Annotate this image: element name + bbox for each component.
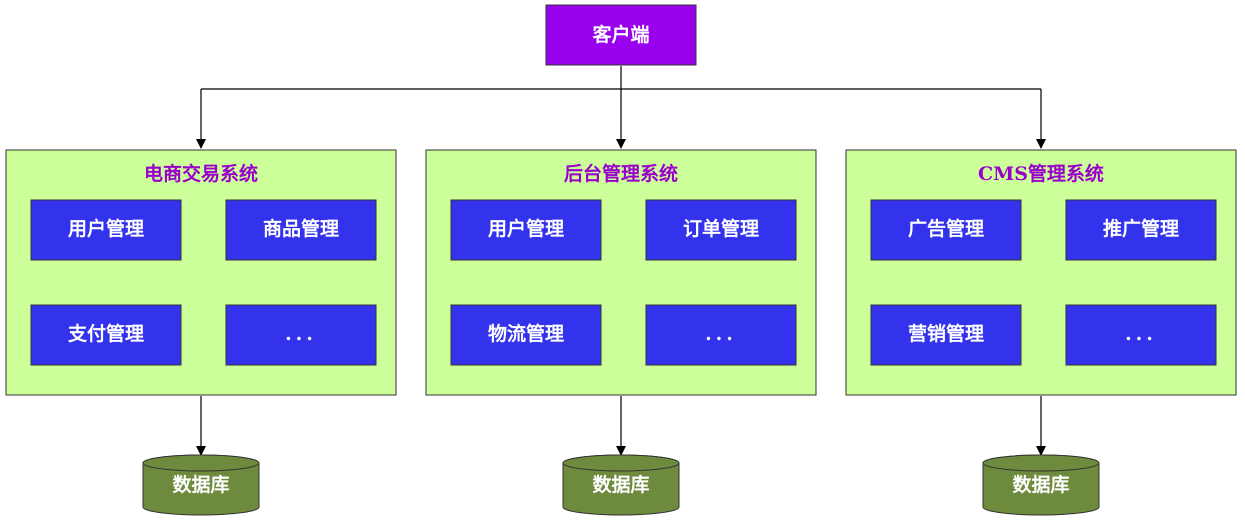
module-box [225,199,377,261]
module-box [450,199,602,261]
module-box [870,199,1022,261]
database-node: 数据库 [142,454,260,516]
database-node: 数据库 [982,454,1100,516]
module-label: ... [285,323,317,345]
database-label: 数据库 [1012,473,1069,496]
module-box [870,304,1022,366]
database-label: 数据库 [592,473,649,496]
module-label: 物流管理 [488,322,564,345]
module-label: 推广管理 [1103,217,1179,240]
module-label: 广告管理 [908,217,984,240]
database-cylinder-top [562,454,680,472]
module-label: 营销管理 [908,322,984,345]
system-group-2: 后台管理系统 用户管理 订单管理 物流管理 ... 数据库 [425,149,817,516]
module-box [30,304,182,366]
client-node: 客户端 [545,4,697,66]
module-label: 订单管理 [683,217,759,240]
system-title: CMS管理系统 [978,162,1104,185]
module-box [450,304,602,366]
module-box [645,304,797,366]
database-cylinder-top [142,454,260,472]
module-label: ... [1125,323,1157,345]
module-label: ... [705,323,737,345]
database-cylinder-top [982,454,1100,472]
system-group-3: CMS管理系统 广告管理 推广管理 营销管理 ... 数据库 [845,149,1237,516]
system-title: 后台管理系统 [564,162,678,185]
database-label: 数据库 [172,473,229,496]
module-box [30,199,182,261]
connectors [196,66,1046,456]
system-group-1: 电商交易系统 用户管理 商品管理 支付管理 ... 数据库 [5,149,397,516]
module-label: 用户管理 [68,217,144,240]
module-label: 支付管理 [67,322,144,345]
module-label: 商品管理 [263,217,339,240]
database-node: 数据库 [562,454,680,516]
module-box [225,304,377,366]
client-box [545,4,697,66]
system-title: 电商交易系统 [144,162,258,185]
module-box [645,199,797,261]
module-box [1065,199,1217,261]
module-label: 用户管理 [488,217,564,240]
client-label: 客户端 [592,23,649,46]
module-box [1065,304,1217,366]
